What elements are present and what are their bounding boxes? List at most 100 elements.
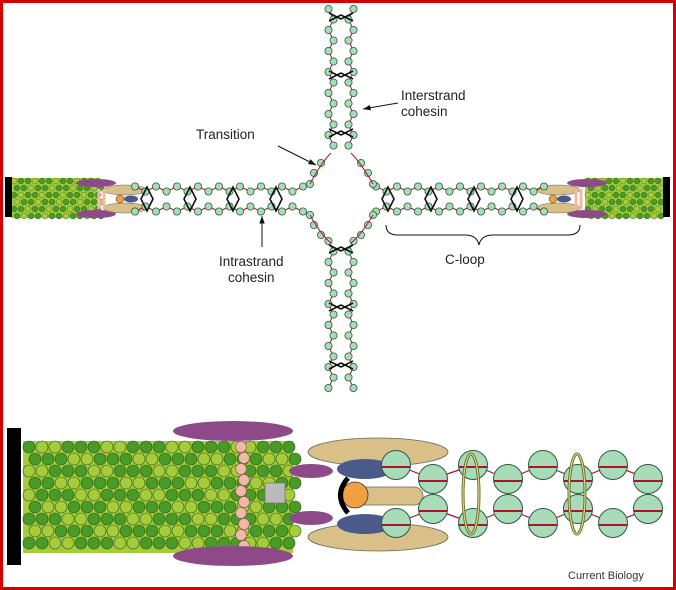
chromatin-bead [629, 212, 637, 220]
nucleosome [363, 168, 372, 177]
nucleosome [349, 320, 358, 329]
nucleosome [344, 310, 353, 319]
chromatin-bead [608, 212, 616, 220]
chromatin-bead [191, 536, 205, 550]
chromatin-bead [93, 476, 107, 490]
chromatin-bead [66, 191, 74, 199]
interstrand-cohesin [328, 362, 354, 370]
interstrand-cohesin [328, 70, 354, 78]
nucleosome [349, 341, 358, 350]
chromatin-bead [647, 177, 655, 185]
chromatin-bead [132, 524, 146, 538]
chromatin-bead [48, 184, 56, 192]
chromatin-bead [210, 476, 224, 490]
nucleosome [349, 257, 358, 266]
chromatin-bead [31, 205, 39, 213]
chromatin-bead [288, 524, 302, 538]
chromatin-bead [615, 212, 623, 220]
chromatin-bead [288, 452, 302, 466]
cohesin-ring-bottom [568, 453, 586, 535]
nucleosome [598, 508, 628, 538]
nucleosome [344, 120, 353, 129]
nucleosome [344, 373, 353, 382]
chromatin-bead [73, 191, 81, 199]
cohesin-ring [173, 421, 293, 441]
chromatin-bead [22, 512, 36, 526]
nucleosome [298, 207, 307, 216]
protein-complex [102, 202, 148, 214]
chromatin-bead [165, 512, 179, 526]
chromatin-bead [52, 191, 60, 199]
nucleosome [277, 182, 286, 191]
nucleosome [344, 352, 353, 361]
chromatin-bead [20, 198, 28, 206]
chromatin-bead [132, 452, 146, 466]
chromatin-bead [605, 191, 613, 199]
chromatin-bead [640, 191, 648, 199]
top-chromatin-fibers [10, 177, 665, 220]
chromatin-bead [184, 476, 198, 490]
nucleosome [246, 187, 255, 196]
intrastrand-cohesin [467, 185, 481, 213]
chromatin-bead [48, 440, 62, 454]
nucleosome [497, 207, 506, 216]
nucleosome [349, 362, 358, 371]
chromatin-bead [171, 452, 185, 466]
chromatin-bead [28, 524, 42, 538]
nucleosome [324, 25, 333, 34]
chromatin-bead [119, 500, 133, 514]
chromatin-bead [622, 212, 630, 220]
intrastrand-arrow-head [259, 216, 265, 224]
chromatin-bead [636, 184, 644, 192]
chromatin-bead [126, 536, 140, 550]
chromatin-bead [288, 500, 302, 514]
nucleosome [540, 182, 549, 191]
bottom-chromatin-fiber [7, 421, 333, 566]
nucleosome [493, 464, 523, 494]
chromatin-bead [204, 464, 218, 478]
transition-label: Transition [196, 127, 255, 142]
nucleosome [204, 187, 213, 196]
chromatin-bead [38, 205, 46, 213]
chromatin-bead [184, 524, 198, 538]
chromatin-bead [93, 452, 107, 466]
pink-bead [235, 441, 247, 453]
nucleosome [329, 78, 338, 87]
chromatin-bead [249, 500, 263, 514]
chromatin-bead [48, 464, 62, 478]
chromatin-bead [113, 440, 127, 454]
chromatin-bead [113, 488, 127, 502]
chromatin-bead [126, 512, 140, 526]
nucleosome [324, 320, 333, 329]
cohesin-ring [567, 179, 607, 187]
nucleosome [493, 494, 523, 524]
chromatin-bead [61, 488, 75, 502]
chromatin-bead [269, 464, 283, 478]
chromatin-bead [35, 440, 49, 454]
chromatin-bead [158, 476, 172, 490]
chromatin-bead [17, 205, 25, 213]
nucleosome [403, 187, 412, 196]
chromatin-bead [67, 476, 81, 490]
c-loop-label: C-loop [445, 252, 485, 267]
nucleosome [324, 89, 333, 98]
chromatin-bead [647, 205, 655, 213]
chromatin-bead [622, 184, 630, 192]
chromatin-bead [106, 524, 120, 538]
top-nucleosome-strands [130, 5, 549, 392]
chromatin-bead [62, 198, 70, 206]
chromatin-bead [643, 198, 651, 206]
intrastrand-cohesin [140, 185, 154, 213]
nucleosome [329, 268, 338, 277]
chromatin-bead [633, 177, 641, 185]
nucleosome [256, 207, 265, 216]
nucleosome [214, 207, 223, 216]
intrastrand-cohesin [381, 185, 395, 213]
chromatin-bead [87, 536, 101, 550]
c-loop-brace [385, 224, 581, 246]
nucleosome [204, 202, 213, 211]
nucleosome [151, 207, 160, 216]
chromatin-bead [126, 464, 140, 478]
chromatin-bead [139, 512, 153, 526]
